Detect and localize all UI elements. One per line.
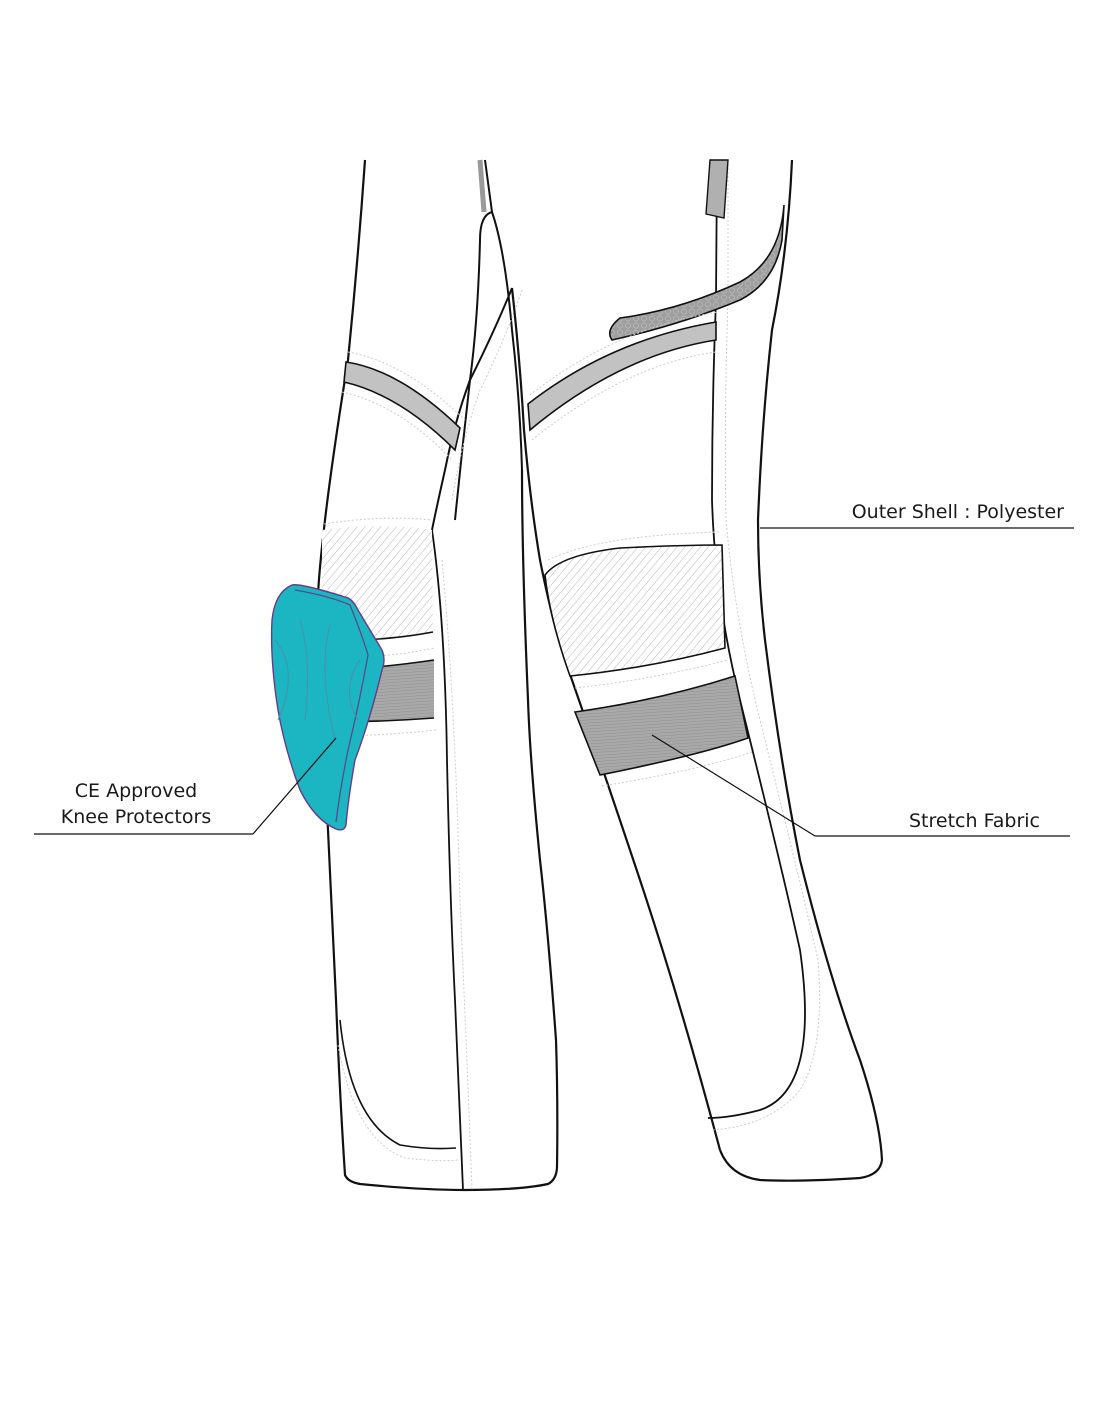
knee-protectors-label-line1: CE Approved [74,780,198,802]
knee-protectors-label-line2: Knee Protectors [60,806,212,828]
stretch-fabric-label: Stretch Fabric [909,810,1040,832]
right-leg [510,159,884,1182]
knee-protectors-label: CE Approved Knee Protectors [38,778,234,830]
knee-protector [270,584,385,831]
callout-lines [34,527,1074,837]
stretch-fabric-panel [573,674,749,776]
right-leg-outline [756,159,884,1161]
mesh-vent [609,204,785,341]
outer-shell-label: Outer Shell : Polyester [851,501,1064,523]
